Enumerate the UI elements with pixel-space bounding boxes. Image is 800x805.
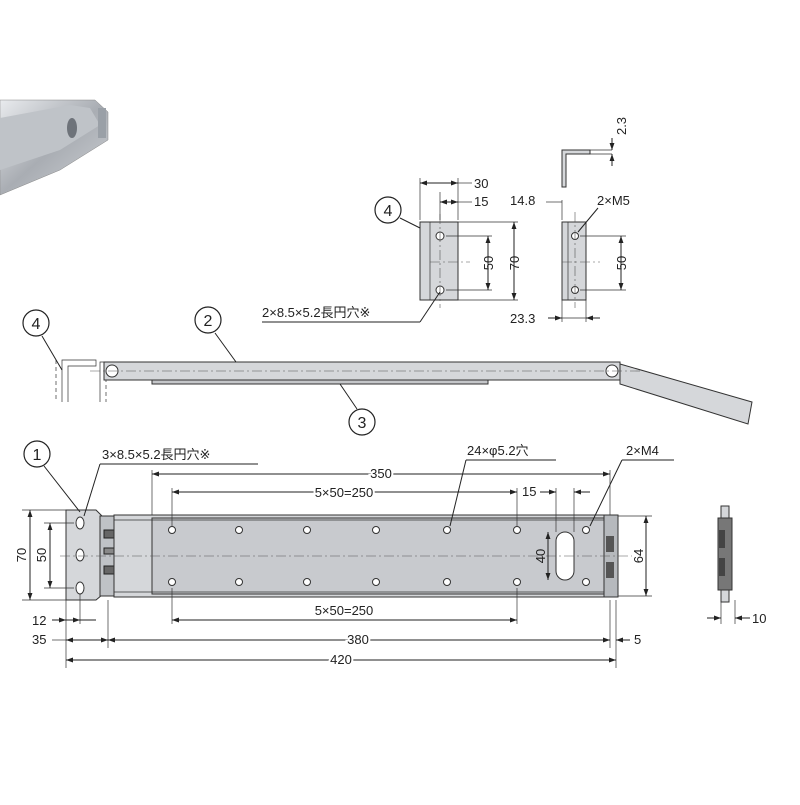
base-right-dims: 64 [618,515,652,597]
dim-2-3: 2.3 [614,117,629,135]
dim-2m5: 2×M5 [597,193,630,208]
product-photo [0,99,109,196]
slot-callout-2: 2×8.5×5.2長円穴※ [262,291,441,323]
dim-30: 30 [474,176,488,191]
base-plate [60,509,632,601]
dim-64: 64 [631,549,646,563]
balloon-4-left: 4 [22,309,63,371]
dim-12: 12 [32,613,46,628]
svg-text:1: 1 [33,447,42,464]
dim-14-8: 14.8 [510,193,535,208]
dim-70-base: 70 [14,548,29,562]
dim-15-slot: 15 [522,484,536,499]
m4-callout: 2×M4 [589,443,674,527]
balloon-4-top: 4 [374,196,421,229]
slot-label-3: 3×8.5×5.2長円穴※ [102,447,210,462]
slot-callout-3: 3×8.5×5.2長円穴※ [83,447,258,517]
balloon-3: 3 [339,383,376,436]
base-bottom-dims: 12 5×50=250 35 380 5 420 [32,588,641,669]
base-left-dims: 70 50 [14,509,74,601]
svg-text:4: 4 [384,203,393,220]
arm-assembly [55,359,753,425]
hole-row-top [168,526,590,534]
dim-5x50-bottom: 5×50=250 [315,603,374,618]
dim-40: 40 [533,549,548,563]
slot-label-2: 2×8.5×5.2長円穴※ [262,305,370,320]
svg-text:4: 4 [32,316,41,333]
holes-label: 24×φ5.2穴 [467,443,529,458]
dim-5x50-top: 5×50=250 [315,485,374,500]
base-side-view: 10 [707,505,766,626]
dim-50-part4: 50 [481,256,496,270]
dim-15: 15 [474,194,488,209]
svg-text:2: 2 [204,313,213,330]
m4-label: 2×M4 [626,443,659,458]
dim-5: 5 [634,632,641,647]
part-l-bracket: 2.3 14.8 2×M5 50 23.3 [510,117,630,326]
svg-text:3: 3 [358,415,367,432]
dim-23-3: 23.3 [510,311,535,326]
hole-row-bottom [168,578,590,586]
dim-380: 380 [347,632,369,647]
dim-10: 10 [752,611,766,626]
dim-35: 35 [32,632,46,647]
dim-50-base: 50 [34,548,49,562]
dim-50-lbracket: 50 [614,256,629,270]
dim-350: 350 [370,466,392,481]
dim-420: 420 [330,652,352,667]
holes-callout: 24×φ5.2穴 [449,443,556,527]
base-top-dims: 350 5×50=250 15 40 [151,464,611,580]
part4-front-view: 30 15 50 70 [419,176,522,308]
dim-70-part4: 70 [507,256,522,270]
balloon-2: 2 [194,306,237,363]
balloon-1: 1 [23,440,81,513]
